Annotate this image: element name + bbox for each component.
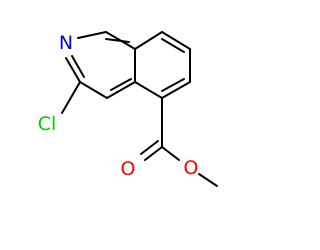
bond-c1-n2 bbox=[77, 31, 107, 39]
bond-c6-c5-inner bbox=[161, 78, 185, 92]
bond-c8a-c1-inner bbox=[105, 38, 130, 43]
bond-c3-cl bbox=[61, 81, 81, 114]
chlorine-atom-label: Cl bbox=[38, 113, 57, 135]
bond-c3-c4 bbox=[79, 81, 108, 99]
bond-c8-c7 bbox=[161, 31, 191, 50]
bond-oether-methyl bbox=[198, 173, 218, 187]
bond-carbonyl-o-double-2 bbox=[140, 140, 159, 155]
bond-c8a-c8 bbox=[134, 31, 163, 50]
carbonyl-oxygen-atom-label: O bbox=[121, 158, 136, 180]
bond-c4-c4a bbox=[106, 81, 136, 99]
bond-n2-c3-inner bbox=[71, 55, 85, 78]
ester-oxygen-atom-label: O bbox=[184, 157, 199, 179]
molecule-structure: N Cl O O bbox=[38, 31, 218, 187]
bond-c4-c4a-inner bbox=[110, 78, 132, 91]
nitrogen-atom-label: N bbox=[59, 32, 73, 54]
bond-carbonyl-o-double-1 bbox=[144, 146, 163, 161]
bond-carbonyl-oether bbox=[161, 146, 180, 161]
bond-c6-c5 bbox=[161, 81, 191, 99]
bond-n2-c3 bbox=[65, 57, 81, 83]
bond-c5-c4a bbox=[134, 81, 163, 99]
bond-c8-c7-inner bbox=[161, 38, 185, 53]
